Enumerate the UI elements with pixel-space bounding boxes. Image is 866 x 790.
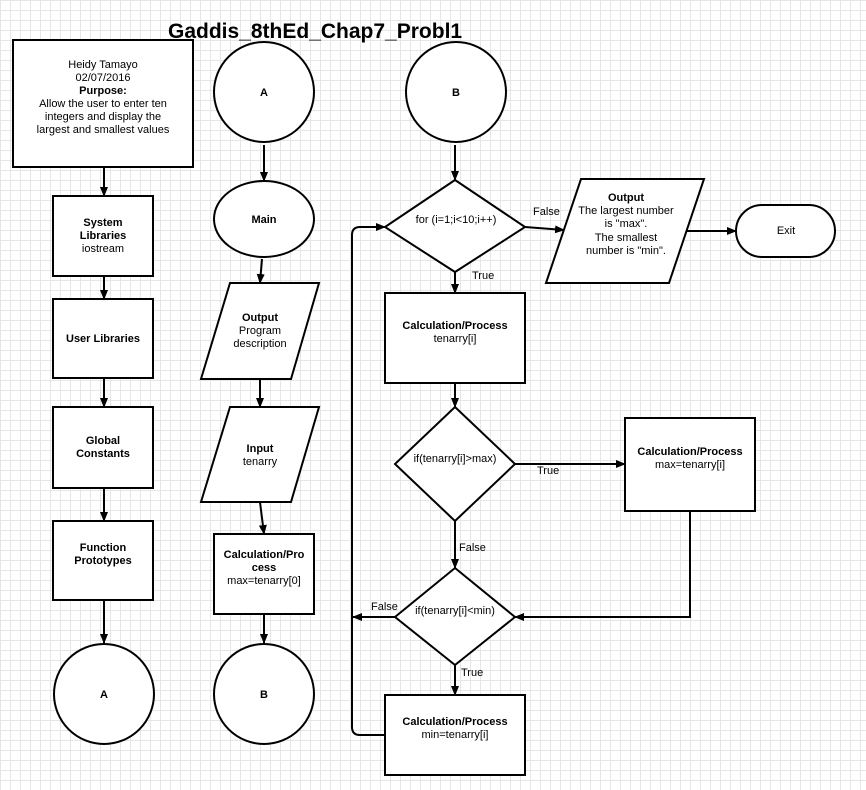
user-libraries-label: User Libraries bbox=[66, 333, 140, 345]
calc-init-heading-1: Calculation/Pro bbox=[224, 549, 305, 561]
exit-label: Exit bbox=[777, 225, 795, 237]
calc-max-heading: Calculation/Process bbox=[637, 446, 742, 458]
calc-tenarry-box: Calculation/Process tenarry[i] bbox=[384, 292, 526, 384]
calc-min-heading: Calculation/Process bbox=[402, 716, 507, 728]
output-final-line-2: is "max". bbox=[605, 218, 648, 230]
for-loop-label: for (i=1;i<10;i++) bbox=[416, 214, 497, 226]
exit-terminal: Exit bbox=[735, 204, 836, 258]
edge-labels: False True True False False True bbox=[371, 206, 560, 679]
connector-a-top-label: A bbox=[260, 87, 268, 99]
connector-b-top-label: B bbox=[452, 87, 460, 99]
global-constants-line-2: Constants bbox=[76, 448, 130, 460]
connector-a-top: A bbox=[213, 41, 315, 143]
output-line-1: Program bbox=[239, 325, 281, 337]
calc-init-heading-2: cess bbox=[252, 562, 276, 574]
if-max-decision: if(tenarry[i]>max) bbox=[393, 405, 517, 523]
calc-min-box: Calculation/Process min=tenarry[i] bbox=[384, 694, 526, 776]
purpose-line-3: largest and smallest values bbox=[37, 124, 170, 136]
calc-init-text: max=tenarry[0] bbox=[227, 575, 301, 587]
header-box: Heidy Tamayo 02/07/2016 Purpose: Allow t… bbox=[12, 39, 194, 168]
connector-a-bottom: A bbox=[53, 643, 155, 745]
calc-min-text: min=tenarry[i] bbox=[422, 729, 489, 741]
edge-loop-back bbox=[351, 223, 386, 736]
if-max-label: if(tenarry[i]>max) bbox=[414, 453, 497, 465]
for-loop-decision: for (i=1;i<10;i++) bbox=[383, 178, 527, 274]
calc-max-text: max=tenarry[i] bbox=[655, 459, 725, 471]
input-label: tenarry bbox=[243, 456, 278, 468]
input-tenarry: Input tenarry bbox=[199, 406, 321, 503]
label-ifmax-true: True bbox=[537, 465, 559, 477]
label-ifmin-true: True bbox=[461, 667, 483, 679]
function-prototypes-line-2: Prototypes bbox=[74, 555, 131, 567]
function-prototypes-box: Function Prototypes bbox=[52, 520, 154, 601]
edge-input-to-calc bbox=[258, 501, 267, 535]
connector-b-top: B bbox=[405, 41, 507, 143]
label-ifmax-false: False bbox=[459, 542, 486, 554]
diagram-title: Gaddis_8thEd_Chap7_Probl1 bbox=[168, 20, 462, 43]
iostream-label: iostream bbox=[82, 243, 124, 255]
output-line-2: description bbox=[233, 338, 286, 350]
calc-max-box: Calculation/Process max=tenarry[i] bbox=[624, 417, 756, 512]
output-final-heading: Output bbox=[608, 192, 644, 204]
user-libraries-box: User Libraries bbox=[52, 298, 154, 379]
output-final-line-1: The largest number bbox=[578, 205, 674, 217]
author-date: 02/07/2016 bbox=[75, 72, 130, 84]
output-final-line-3: The smallest bbox=[595, 232, 657, 244]
output-program-description: Output Program description bbox=[199, 282, 321, 380]
label-for-false: False bbox=[533, 206, 560, 218]
edges bbox=[100, 145, 737, 736]
global-constants-box: Global Constants bbox=[52, 406, 154, 489]
calc-max-init-box: Calculation/Pro cess max=tenarry[0] bbox=[213, 533, 315, 615]
purpose-line-1: Allow the user to enter ten bbox=[39, 98, 167, 110]
label-for-true: True bbox=[472, 270, 494, 282]
if-min-label: if(tenarry[i]<min) bbox=[415, 605, 495, 617]
calc1-text: tenarry[i] bbox=[434, 333, 477, 345]
global-constants-line-1: Global bbox=[86, 435, 120, 447]
connector-a-bottom-label: A bbox=[100, 689, 108, 701]
function-prototypes-line-1: Function bbox=[80, 542, 127, 554]
author-name: Heidy Tamayo bbox=[68, 59, 138, 71]
purpose-heading: Purpose: bbox=[79, 85, 127, 97]
system-libraries-line-2: Libraries bbox=[80, 230, 126, 242]
label-ifmin-false: False bbox=[371, 601, 398, 613]
input-heading: Input bbox=[247, 443, 274, 455]
calc1-heading: Calculation/Process bbox=[402, 320, 507, 332]
main-terminal: Main bbox=[213, 180, 315, 258]
output-final-line-4: number is "min". bbox=[586, 245, 666, 257]
output-max-min: Output The largest number is "max". The … bbox=[544, 178, 706, 284]
if-min-decision: if(tenarry[i]<min) bbox=[393, 566, 517, 667]
system-libraries-box: System Libraries iostream bbox=[52, 195, 154, 277]
output-heading: Output bbox=[242, 312, 278, 324]
edge-main-to-output bbox=[256, 258, 265, 284]
edge-calcmax-to-ifmin bbox=[514, 511, 691, 621]
system-libraries-line-1: System bbox=[83, 217, 122, 229]
purpose-line-2: integers and display the bbox=[45, 111, 161, 123]
connector-b-bottom: B bbox=[213, 643, 315, 745]
edge-for-false bbox=[524, 225, 565, 234]
main-label: Main bbox=[251, 214, 276, 226]
connector-b-bottom-label: B bbox=[260, 689, 268, 701]
